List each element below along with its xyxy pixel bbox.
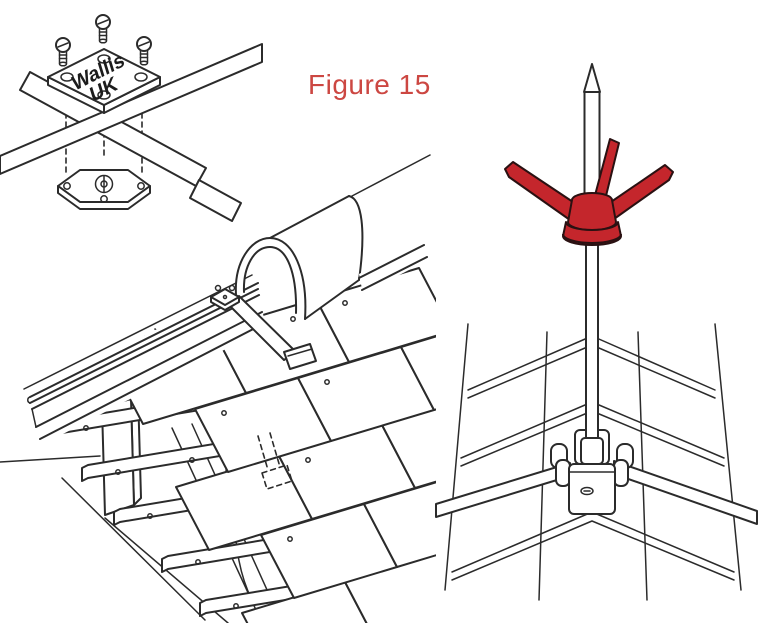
screw-icon xyxy=(55,37,71,67)
ridge-roof-illustration xyxy=(0,154,436,623)
air-rod-tip xyxy=(583,63,601,93)
air-rod-illustration xyxy=(435,63,758,601)
conductor-tape-upper xyxy=(0,43,263,175)
clamp-plate: Wallis UK xyxy=(47,48,161,114)
conductor-tape-right xyxy=(613,460,758,525)
multi-point-hub xyxy=(504,138,674,246)
air-rod-shaft-lower xyxy=(585,235,599,456)
screw-icon xyxy=(136,36,152,66)
conductor-tape-lower xyxy=(19,71,242,222)
figure-label: Figure 15 xyxy=(308,69,431,100)
clamp-slot xyxy=(580,486,594,496)
conductor-tape-left xyxy=(435,462,571,518)
slate xyxy=(381,407,436,489)
base-clamp-front xyxy=(555,437,629,515)
hub-spike xyxy=(504,161,577,221)
ridge-clamp xyxy=(210,284,317,370)
base-plate xyxy=(57,169,151,210)
air-rod xyxy=(583,63,601,213)
exploded-clamp-illustration: Wallis UK xyxy=(0,14,263,222)
slate xyxy=(400,335,436,411)
hub-spike xyxy=(607,164,674,220)
screw-icon xyxy=(95,14,111,44)
ridge-tile xyxy=(234,154,431,320)
